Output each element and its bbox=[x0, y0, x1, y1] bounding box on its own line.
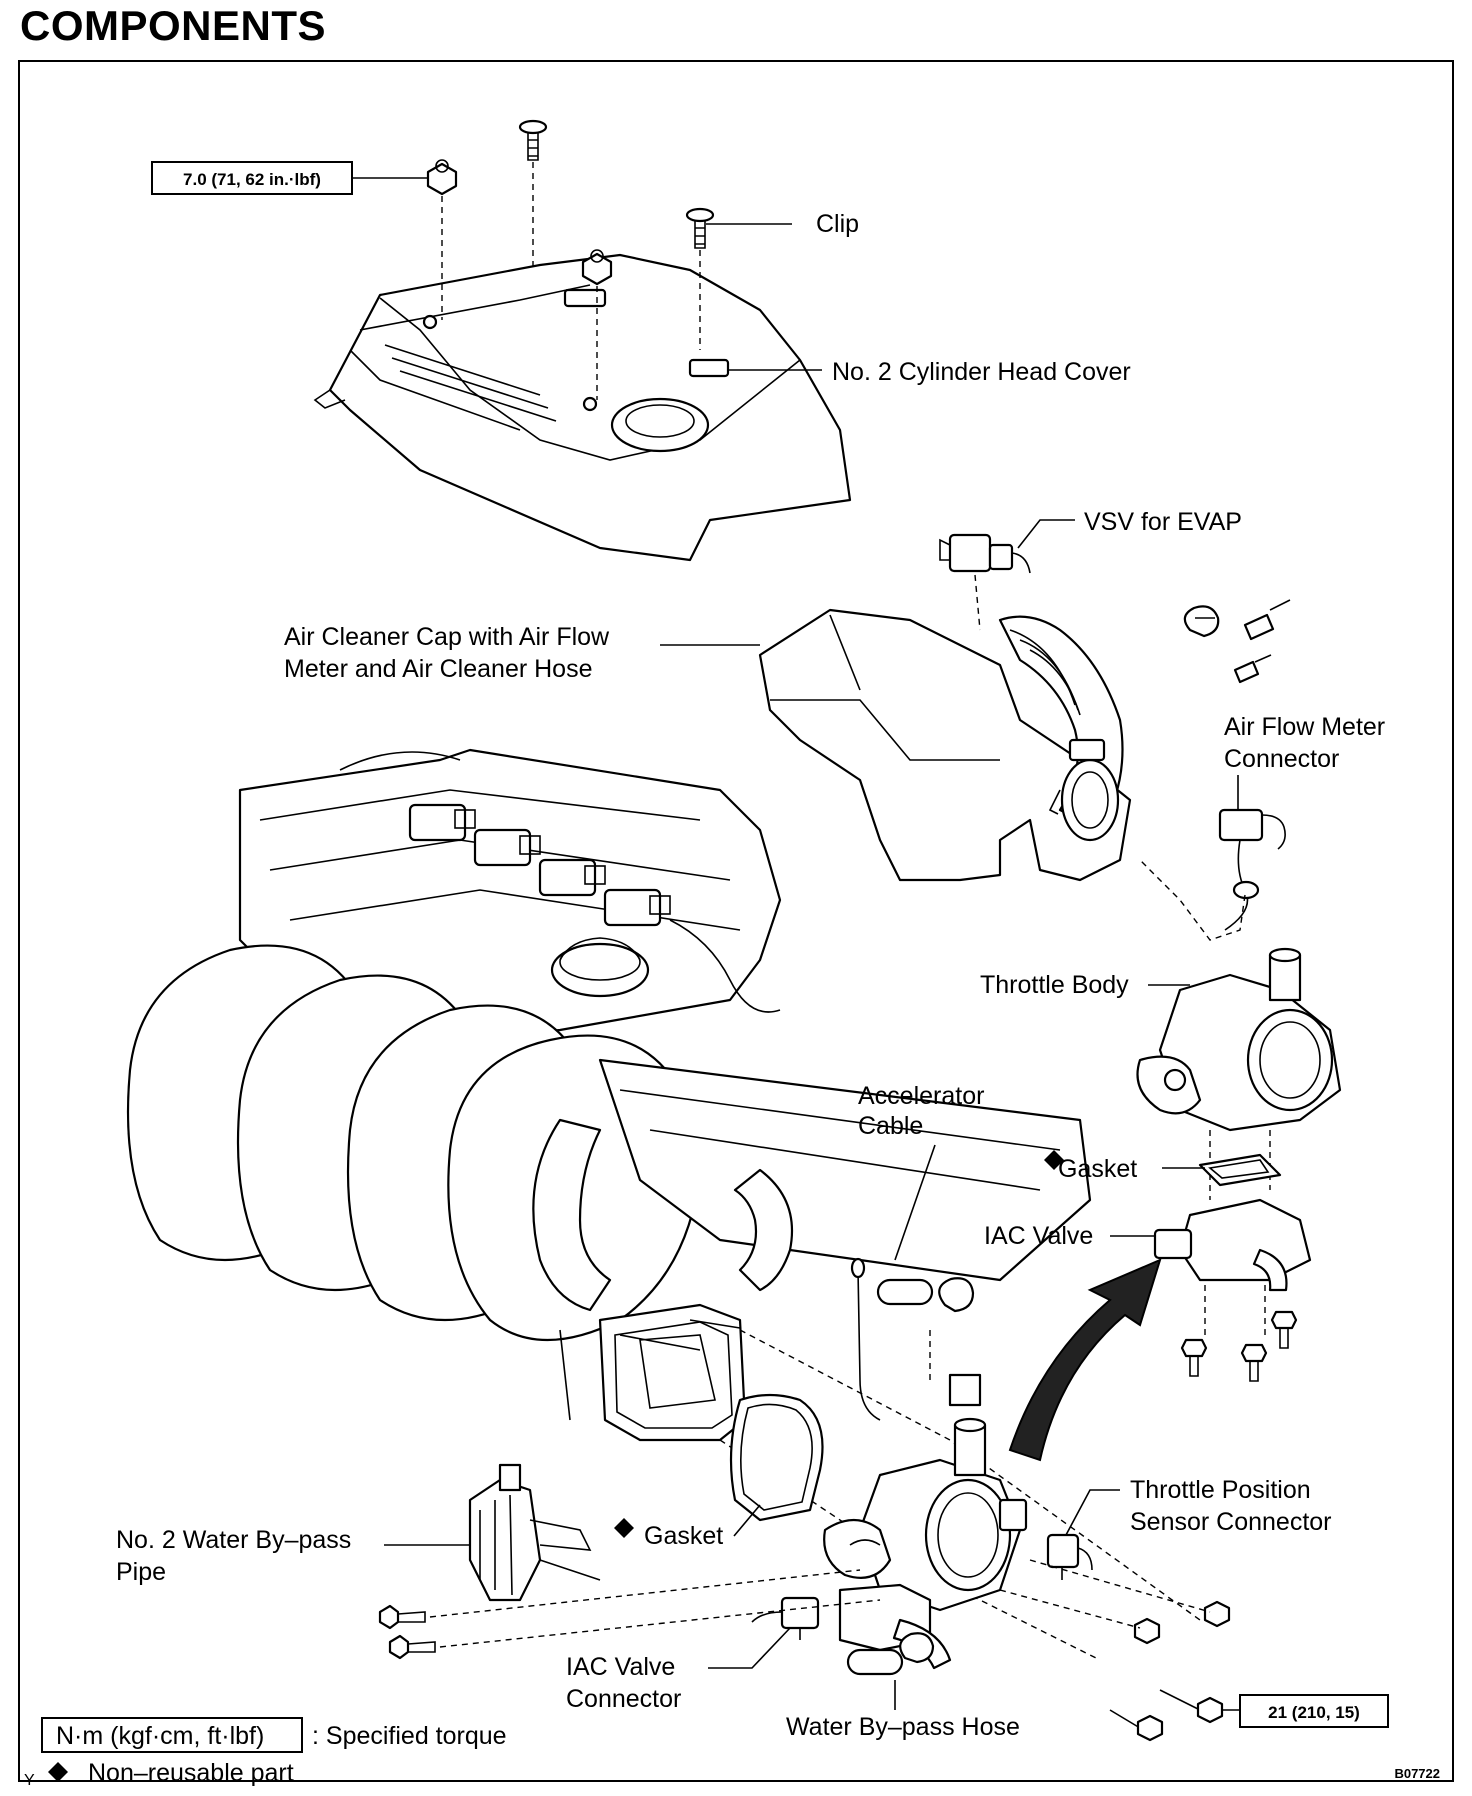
nonreusable-mark-upper bbox=[1044, 1150, 1064, 1170]
vsv-evap bbox=[939, 533, 1031, 631]
label-afm-connector-1: Air Flow Meter bbox=[1224, 713, 1385, 741]
accelerator-cable bbox=[850, 1257, 975, 1421]
label-clip: Clip bbox=[816, 210, 859, 238]
iac-valve-connector bbox=[751, 1596, 820, 1640]
install-arrow bbox=[1008, 1258, 1162, 1462]
air-cleaner-cap bbox=[758, 608, 1132, 882]
torque-box-top: 7.0 (71, 62 in.·lbf) bbox=[151, 161, 428, 195]
legend-torque-unit: N·m (kgf·cm, ft·lbf) bbox=[56, 1722, 264, 1750]
label-water-pipe-2: Pipe bbox=[116, 1558, 166, 1586]
label-vsv-evap: VSV for EVAP bbox=[1084, 508, 1242, 536]
legend-nonreusable-mark bbox=[48, 1762, 68, 1782]
hose-clamps bbox=[1183, 599, 1291, 684]
diagram-frame bbox=[18, 60, 1454, 1782]
label-air-cleaner-1: Air Cleaner Cap with Air Flow bbox=[284, 623, 610, 651]
label-throttle-body: Throttle Body bbox=[980, 971, 1129, 999]
engine-illustration bbox=[126, 748, 1092, 1421]
label-air-cleaner-2: Meter and Air Cleaner Hose bbox=[284, 655, 592, 683]
callout-labels: Clip No. 2 Cylinder Head Cover VSV for E… bbox=[116, 210, 1385, 1741]
intake-flange bbox=[598, 1303, 1201, 1661]
water-bypass-hose bbox=[846, 1632, 935, 1676]
figure-code: B07722 bbox=[1394, 1766, 1440, 1781]
label-tps-2: Sensor Connector bbox=[1130, 1508, 1332, 1536]
label-gasket-lower: Gasket bbox=[644, 1522, 723, 1550]
iac-valve-lower bbox=[838, 1583, 952, 1670]
label-water-hose: Water By–pass Hose bbox=[786, 1713, 1020, 1741]
lower-fasteners bbox=[999, 1559, 1231, 1742]
label-water-pipe-1: No. 2 Water By–pass bbox=[116, 1526, 351, 1554]
iac-bolts bbox=[1180, 1310, 1298, 1382]
label-tps-1: Throttle Position bbox=[1130, 1476, 1311, 1504]
label-iac-valve: IAC Valve bbox=[984, 1222, 1093, 1250]
gasket-lower bbox=[729, 1393, 824, 1522]
torque-value-bottom: 21 (210, 15) bbox=[1268, 1703, 1360, 1722]
legend: N·m (kgf·cm, ft·lbf) : Specified torque … bbox=[24, 1717, 507, 1789]
page-title: COMPONENTS bbox=[20, 2, 327, 49]
throttle-body-upper bbox=[1136, 947, 1342, 1200]
label-iac-connector-1: IAC Valve bbox=[566, 1653, 675, 1681]
cover-fasteners bbox=[426, 119, 715, 400]
label-accelerator-1: Accelerator bbox=[858, 1082, 984, 1110]
throttle-body-lower bbox=[823, 1373, 1028, 1612]
air-flow-meter-connector bbox=[1139, 808, 1286, 941]
gasket-upper bbox=[1198, 1153, 1282, 1187]
corner-mark: Y bbox=[24, 1772, 35, 1789]
torque-box-bottom: 21 (210, 15) bbox=[1222, 1694, 1389, 1728]
water-bypass-pipe bbox=[378, 1463, 881, 1660]
label-accelerator-2: Cable bbox=[858, 1112, 923, 1140]
label-gasket-upper: Gasket bbox=[1058, 1155, 1137, 1183]
label-afm-connector-2: Connector bbox=[1224, 745, 1339, 773]
legend-torque-text: : Specified torque bbox=[312, 1722, 507, 1750]
legend-nonreusable-text: Non–reusable part bbox=[88, 1759, 294, 1787]
torque-value-top: 7.0 (71, 62 in.·lbf) bbox=[183, 170, 321, 189]
label-head-cover: No. 2 Cylinder Head Cover bbox=[832, 358, 1131, 386]
throttle-position-sensor-connector bbox=[1046, 1533, 1093, 1580]
iac-valve bbox=[1153, 1198, 1312, 1340]
cylinder-head-cover bbox=[313, 253, 852, 562]
label-iac-connector-2: Connector bbox=[566, 1685, 681, 1713]
nonreusable-mark-lower bbox=[614, 1518, 634, 1538]
